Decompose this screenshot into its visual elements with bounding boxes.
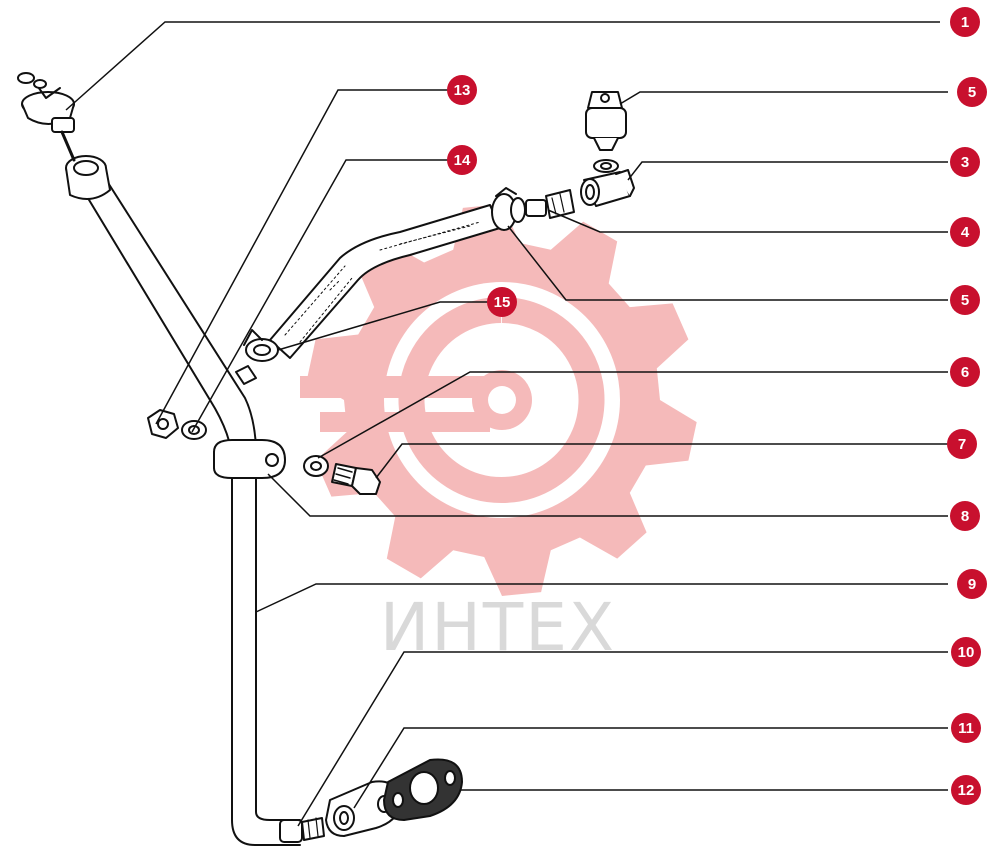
callout-badge (950, 147, 980, 177)
leader-8 (267, 473, 948, 517)
callout-5: 5 (950, 285, 980, 315)
part-6-washer (303, 455, 329, 477)
leader-14 (191, 159, 448, 433)
part-5-sensor-cap (585, 91, 627, 151)
callout-badge (447, 145, 477, 175)
part-8-pipe-clamp (213, 439, 286, 479)
callout-badge (950, 501, 980, 531)
part-7-bolt (331, 463, 381, 495)
callout-number: 7 (958, 436, 966, 453)
part-12-gasket (383, 758, 463, 821)
callout-number: 8 (961, 508, 969, 525)
leader-5b (507, 225, 948, 301)
callout-badge (950, 217, 980, 247)
callout-number: 1 (961, 14, 969, 31)
callout-14: 14 (447, 145, 477, 175)
callout-number: 11 (958, 720, 974, 737)
callout-badge (950, 357, 980, 387)
leader-9 (255, 583, 948, 613)
part-stud (235, 365, 257, 385)
callout-1: 1 (950, 7, 980, 37)
part-14-washer (181, 420, 207, 440)
callout-badge (951, 637, 981, 667)
callout-6: 6 (950, 357, 980, 387)
callout-number: 4 (961, 224, 970, 241)
callout-number: 5 (961, 292, 969, 309)
part-3-tee-fitting (580, 159, 635, 207)
leader-15 (277, 301, 488, 351)
callout-4: 4 (950, 217, 980, 247)
callout-9: 9 (957, 569, 987, 599)
callout-badge (957, 569, 987, 599)
callout-3: 3 (950, 147, 980, 177)
leader-11 (353, 727, 948, 809)
callout-15: 15 (487, 287, 517, 317)
leader-5a (619, 91, 948, 105)
leader-10 (297, 651, 948, 827)
callout-number: 12 (958, 782, 975, 799)
callout-badge (947, 429, 977, 459)
callout-badge (487, 287, 517, 317)
leader-13 (155, 89, 448, 425)
leader-7 (375, 443, 948, 479)
watermark-logo (300, 204, 697, 596)
part-4-union-fitting (525, 189, 575, 219)
callout-number: 9 (968, 576, 976, 593)
leader-6 (317, 371, 948, 459)
leader-3 (627, 161, 948, 181)
part-5-hose-clamp (491, 187, 526, 231)
leader-1 (65, 21, 940, 111)
callout-number: 13 (454, 82, 471, 99)
leader-lines (65, 21, 948, 827)
callout-7: 7 (947, 429, 977, 459)
callout-badge (951, 713, 981, 743)
callout-number: 3 (961, 154, 969, 171)
part-1-breather-cap (17, 72, 76, 162)
part-10-fitting-bolt (279, 817, 325, 843)
callout-number: 10 (958, 644, 975, 661)
callout-13: 13 (447, 75, 477, 105)
watermark-text: ИНТЕХ (380, 589, 616, 666)
callout-10: 10 (951, 637, 981, 667)
callout-badge (950, 7, 980, 37)
callout-11: 11 (951, 713, 981, 743)
callout-12: 12 (951, 775, 981, 805)
callout-5: 5 (957, 77, 987, 107)
part-15-rubber-hose (243, 204, 501, 362)
callout-badge (951, 775, 981, 805)
callout-number: 6 (961, 364, 969, 381)
leader-4 (547, 209, 948, 233)
callout-number: 5 (968, 84, 976, 101)
callout-number: 14 (454, 152, 471, 169)
part-13-nut (147, 409, 179, 439)
callout-badge (447, 75, 477, 105)
callout-number: 15 (494, 294, 511, 311)
callout-badge (957, 77, 987, 107)
callout-badge (950, 285, 980, 315)
part-9-drain-tube (79, 177, 301, 846)
callout-8: 8 (950, 501, 980, 531)
